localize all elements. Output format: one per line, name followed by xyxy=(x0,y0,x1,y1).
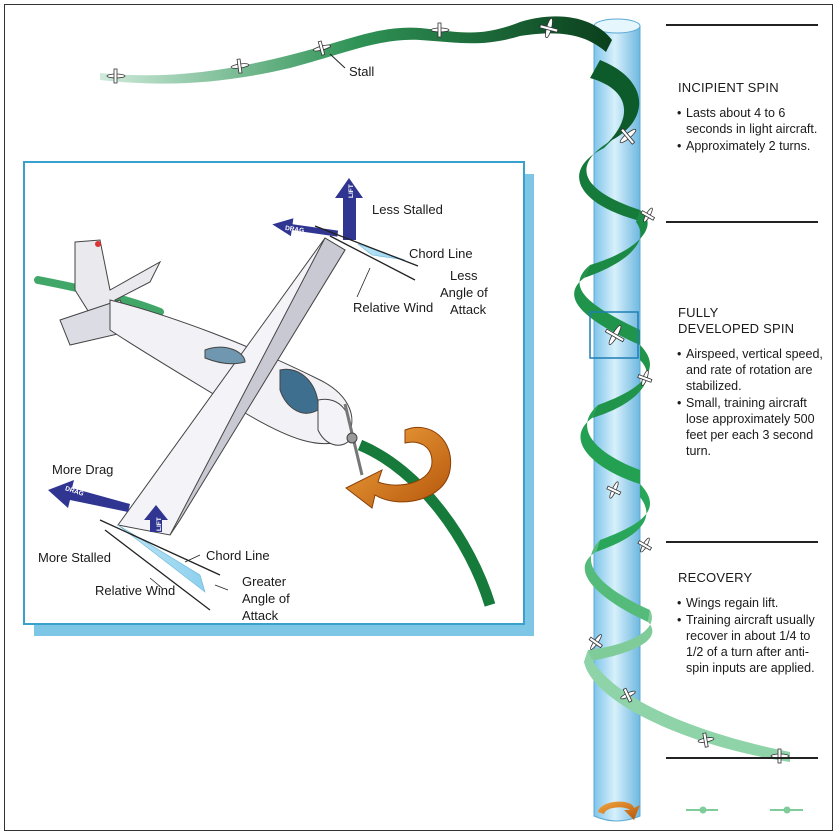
airplane-icon xyxy=(588,634,603,650)
inset-panel: Less Stalled Chord Line Relative Wind Le… xyxy=(23,161,534,636)
section-bullet: Small, training aircraft lose approximat… xyxy=(677,395,828,459)
stall-label: Stall xyxy=(349,64,374,79)
section-title: INCIPIENT SPIN xyxy=(678,80,779,95)
aoa-label-lower-2: Angle of xyxy=(242,591,290,606)
drag-arrow-text-upper: DRAG xyxy=(285,225,305,235)
detail-highlight-box xyxy=(589,311,639,359)
section-bullet: Wings regain lift. xyxy=(677,595,828,611)
section-divider xyxy=(666,757,818,759)
aoa-label-lower-3: Attack xyxy=(242,608,279,623)
airplane-icon xyxy=(604,324,625,346)
fully-developed-spin-section: FULLY DEVELOPED SPIN Airspeed, vertical … xyxy=(677,305,828,460)
relative-wind-label-upper: Relative Wind xyxy=(353,300,433,315)
airplane-icon xyxy=(637,370,653,386)
recovery-section: RECOVERY Wings regain lift. Training air… xyxy=(677,570,828,677)
level-flight-icons xyxy=(686,806,803,814)
entry-flight-path xyxy=(100,16,612,84)
section-bullet: Approximately 2 turns. xyxy=(677,138,828,154)
relative-wind-label-lower: Relative Wind xyxy=(95,583,175,598)
airplane-icons xyxy=(106,17,790,764)
airplane-icon xyxy=(619,127,637,145)
section-bullet: Training aircraft usually recover in abo… xyxy=(677,612,828,676)
rotation-arrow-icon xyxy=(598,801,640,820)
chord-line-label-lower: Chord Line xyxy=(206,548,270,563)
airplane-icon xyxy=(106,68,126,84)
airplane-icon xyxy=(430,22,450,38)
airplane-icon xyxy=(230,58,250,74)
incipient-spin-section: INCIPIENT SPIN Lasts about 4 to 6 second… xyxy=(677,80,828,155)
section-divider xyxy=(666,221,818,223)
less-stalled-label: Less Stalled xyxy=(372,202,443,217)
section-divider xyxy=(666,24,818,26)
stall-leader xyxy=(329,53,346,69)
section-title: FULLY DEVELOPED SPIN xyxy=(678,305,795,336)
lower-wing-vectors xyxy=(48,480,229,611)
upper-wing-vectors xyxy=(272,178,419,298)
airplane-icon xyxy=(539,17,559,39)
airplane-icon xyxy=(606,481,622,499)
airplane-icon xyxy=(640,207,656,223)
airplane-icon xyxy=(637,537,653,553)
aoa-label-upper-2: Angle of xyxy=(440,285,488,300)
airplane-illustration xyxy=(59,237,364,536)
aoa-label-lower-1: Greater xyxy=(242,574,287,589)
airplane-icon xyxy=(697,732,715,748)
section-bullet: Lasts about 4 to 6 seconds in light airc… xyxy=(677,105,828,137)
airplane-icon xyxy=(312,40,332,56)
more-stalled-label: More Stalled xyxy=(38,550,111,565)
spin-helix-ribbon xyxy=(574,60,790,762)
section-bullet: Airspeed, vertical speed, and rate of ro… xyxy=(677,346,828,394)
rotation-arrow-icon xyxy=(345,426,452,509)
aoa-label-upper-3: Attack xyxy=(450,302,487,317)
lift-arrow-text-upper: LIFT xyxy=(348,184,355,198)
chord-line-label-upper: Chord Line xyxy=(409,246,473,261)
section-divider xyxy=(666,541,818,543)
figure-frame xyxy=(4,4,833,831)
lift-arrow-text-lower: LIFT xyxy=(156,517,163,531)
aoa-label-upper-1: Less xyxy=(450,268,478,283)
more-drag-label: More Drag xyxy=(52,462,113,477)
airplane-icon xyxy=(620,687,636,703)
section-title: RECOVERY xyxy=(678,570,753,585)
spin-axis-column xyxy=(593,18,641,822)
beacon-light xyxy=(95,241,101,247)
